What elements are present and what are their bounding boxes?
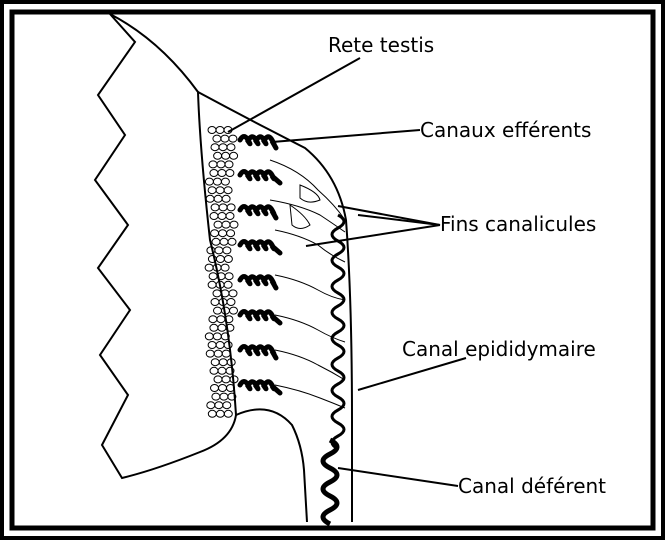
rete-cell <box>219 144 227 151</box>
rete-cell <box>225 273 233 280</box>
rete-cell <box>227 230 235 237</box>
efferent-duct <box>240 312 280 324</box>
efferent-ducts <box>240 137 280 394</box>
rete-cell <box>214 221 222 228</box>
rete-cell <box>210 213 218 220</box>
efferent-duct <box>240 242 280 254</box>
label-canal-epididymaire: Canal epididymaire <box>402 337 596 361</box>
rete-cell <box>222 152 230 159</box>
rete-cell <box>220 238 228 245</box>
testis-body <box>95 14 236 478</box>
efferent-duct <box>240 382 280 394</box>
rete-cell <box>219 204 227 211</box>
efferent-duct <box>240 347 276 359</box>
canal-deferent-duct <box>323 440 337 524</box>
rete-cell <box>213 135 221 142</box>
rete-cell <box>225 161 233 168</box>
rete-cell <box>214 152 222 159</box>
efferent-duct <box>240 207 276 219</box>
rete-cell <box>205 178 213 185</box>
rete-cell <box>229 290 237 297</box>
rete-cell <box>221 178 229 185</box>
rete-cell <box>218 170 226 177</box>
label-rete-testis: Rete testis <box>328 33 434 57</box>
rete-cell <box>211 230 219 237</box>
rete-cell <box>208 187 216 194</box>
efferent-duct <box>240 137 276 149</box>
rete-cell <box>218 213 226 220</box>
rete-cell <box>230 307 238 314</box>
rete-cell <box>216 127 224 134</box>
rete-cell <box>211 204 219 211</box>
rete-cell <box>213 178 221 185</box>
rete-cell <box>224 187 232 194</box>
leader-rete-testis <box>228 58 360 132</box>
epididymis-lower-outline <box>236 409 307 522</box>
rete-cell <box>226 170 234 177</box>
rete-cell <box>214 195 222 202</box>
rete-cell <box>212 238 220 245</box>
rete-cell <box>222 221 230 228</box>
canal-epididymaire-duct <box>332 215 344 449</box>
rete-cell <box>228 238 236 245</box>
rete-cell <box>224 256 232 263</box>
rete-cell <box>229 135 237 142</box>
rete-cell <box>227 299 235 306</box>
rete-cell <box>219 230 227 237</box>
rete-cell <box>221 135 229 142</box>
rete-cell <box>223 247 231 254</box>
rete-cell <box>226 213 234 220</box>
rete-cell <box>210 170 218 177</box>
rete-cell <box>206 195 214 202</box>
rete-cell <box>224 281 232 288</box>
label-fins-canalicules: Fins canalicules <box>440 212 596 236</box>
rete-cell <box>211 144 219 151</box>
label-canal-deferent: Canal déférent <box>458 474 606 498</box>
rete-cell <box>227 144 235 151</box>
rete-cell <box>230 152 238 159</box>
efferent-duct <box>240 277 276 289</box>
rete-cell <box>227 204 235 211</box>
efferent-duct <box>240 172 280 184</box>
leader-canaux-efferents <box>272 130 420 142</box>
leader-fins-canalicules-3 <box>306 225 440 246</box>
rete-cell <box>217 161 225 168</box>
leader-canal-epididymaire <box>358 358 466 390</box>
rete-cell <box>215 247 223 254</box>
rete-cell <box>208 127 216 134</box>
label-canaux-efferents: Canaux efférents <box>420 118 591 142</box>
rete-cell <box>216 256 224 263</box>
rete-cell <box>209 161 217 168</box>
leader-canal-deferent <box>338 468 458 486</box>
rete-cell <box>216 187 224 194</box>
rete-cell <box>221 264 229 271</box>
rete-cell <box>230 221 238 228</box>
rete-cell <box>222 195 230 202</box>
